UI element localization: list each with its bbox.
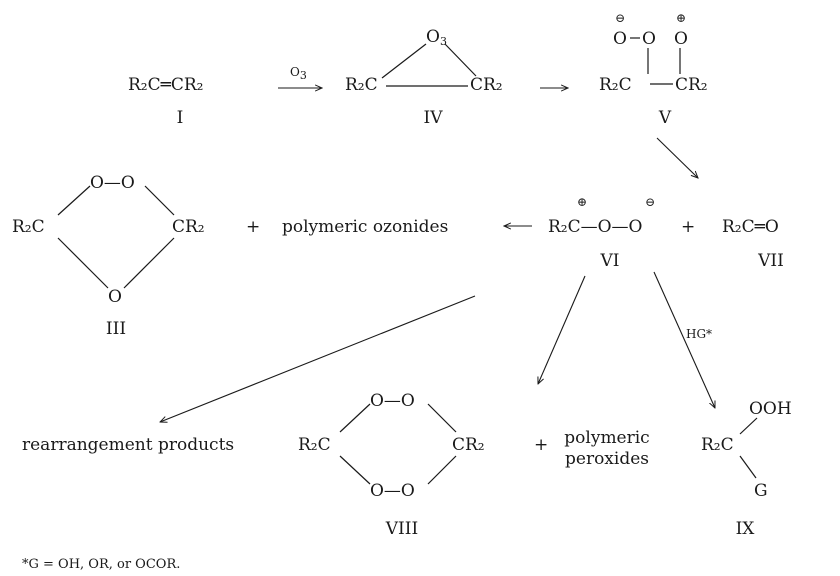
compound-VIII-right: CR₂	[452, 435, 485, 455]
compound-VI-charge-neg: ⊖	[645, 195, 655, 209]
compound-IX-bond-ooh	[739, 417, 758, 435]
polymeric-ozonides-text: polymeric ozonides	[282, 217, 448, 237]
compound-IX-c: R₂C	[701, 435, 734, 455]
compound-V-o3: O	[674, 29, 688, 49]
compound-III-bond-br	[123, 237, 175, 289]
compound-IV-bond-right	[444, 43, 477, 77]
rearrangement-products-text: rearrangement products	[22, 435, 234, 455]
compound-IV-left: R₂C	[345, 75, 378, 95]
compound-IX-ooh: OOH	[749, 399, 792, 419]
compound-VIII-top: O—O	[370, 391, 415, 411]
arrow-VI-to-rearrangement	[160, 295, 476, 422]
arrow-VI-to-IX	[653, 271, 715, 408]
polymeric-peroxides-line1: polymeric	[564, 428, 649, 448]
compound-IX: OOH R₂C G IX	[701, 399, 792, 539]
compound-VIII-bond-tl	[339, 403, 371, 433]
compound-V: ⊖ ⊕ O O O R₂C CR₂ V	[599, 11, 708, 128]
compound-V-o2: O	[642, 29, 656, 49]
compound-III-right: CR₂	[172, 217, 205, 237]
compound-V-label: V	[658, 108, 672, 128]
compound-IV-top: O3	[426, 27, 447, 48]
compound-III-bottom: O	[108, 287, 122, 307]
arrow-ozonation: O3	[278, 65, 322, 88]
compound-V-o1: O	[613, 29, 627, 49]
compound-VII-formula: R₂C═O	[722, 217, 779, 237]
compound-I-label: I	[177, 108, 184, 128]
compound-I: R₂C═CR₂ I	[128, 75, 203, 128]
compound-III-bond-tr	[144, 185, 175, 216]
compound-V-left: R₂C	[599, 75, 632, 95]
compound-VIII-label: VIII	[385, 519, 418, 539]
plus-sign-2: +	[681, 217, 695, 237]
arrow-V-to-VI	[656, 137, 698, 178]
compound-VIII-bond-tr	[427, 403, 457, 433]
compound-VIII-bond-bl	[339, 455, 371, 485]
compound-IX-label: IX	[736, 519, 756, 539]
compound-VII-label: VII	[757, 251, 784, 271]
compound-VIII-left: R₂C	[298, 435, 331, 455]
compound-VIII: O—O R₂C CR₂ O—O VIII	[298, 391, 485, 539]
compound-VIII-bond-br	[427, 455, 457, 485]
compound-I-formula: R₂C═CR₂	[128, 75, 203, 95]
compound-IX-bond-g	[739, 455, 757, 479]
compound-VI-formula: R₂C—O—O	[548, 217, 643, 237]
compound-V-right: CR₂	[675, 75, 708, 95]
hg-reagent: HG*	[686, 327, 712, 341]
ozone-reagent: O3	[290, 65, 307, 82]
compound-IV-right: CR₂	[470, 75, 503, 95]
compound-III: O—O R₂C CR₂ O III	[12, 173, 205, 339]
compound-III-bond-tl	[57, 185, 91, 216]
compound-VIII-bottom: O—O	[370, 481, 415, 501]
compound-IV-bond-left	[381, 43, 427, 79]
arrow-VI-to-VIII	[538, 275, 586, 384]
footnote: *G = OH, OR, or OCOR.	[22, 557, 180, 572]
compound-IV-label: IV	[424, 108, 444, 128]
plus-sign-3: +	[534, 435, 548, 455]
compound-VI-label: VI	[600, 251, 620, 271]
polymeric-peroxides-line2: peroxides	[565, 449, 649, 469]
compound-III-top: O—O	[90, 173, 135, 193]
compound-VI: ⊕ ⊖ R₂C—O—O VI	[548, 195, 655, 271]
compound-III-label: III	[106, 319, 126, 339]
compound-VI-charge-pos: ⊕	[577, 195, 587, 209]
plus-sign-1: +	[246, 217, 260, 237]
compound-III-bond-bl	[57, 237, 109, 289]
compound-V-charge-neg: ⊖	[615, 11, 625, 25]
compound-V-charge-pos: ⊕	[676, 11, 686, 25]
compound-IV: R₂C CR₂ O3 IV	[345, 27, 503, 128]
compound-IX-g: G	[754, 481, 768, 501]
compound-VII: R₂C═O VII	[722, 217, 784, 271]
compound-III-left: R₂C	[12, 217, 45, 237]
